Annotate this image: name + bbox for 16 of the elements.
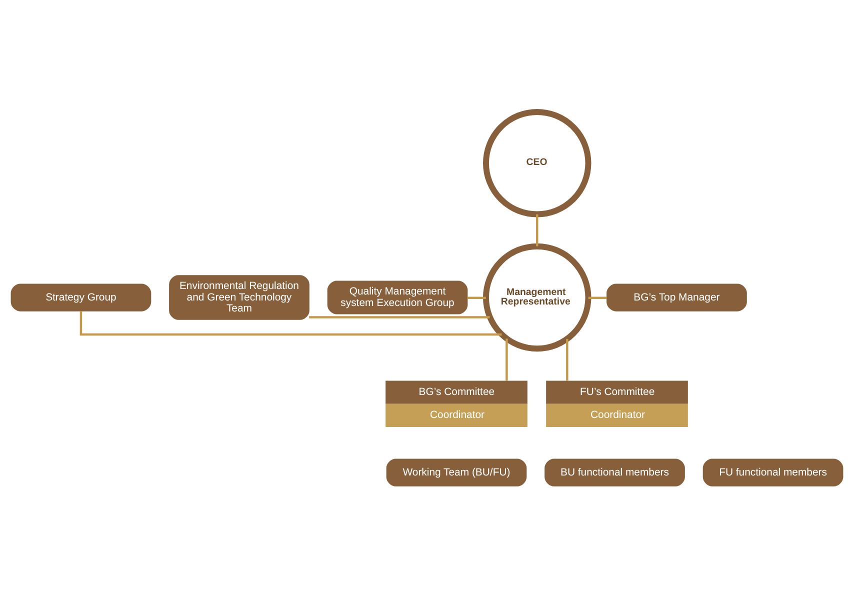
connector xyxy=(506,338,508,380)
node-box: Quality Management system Execution Group xyxy=(327,280,468,314)
connector xyxy=(566,338,568,380)
node-box: Working Team (BU/FU) xyxy=(386,458,527,486)
connector xyxy=(536,214,538,246)
node-circle: CEO xyxy=(483,108,592,217)
node-box: BG’s Top Manager xyxy=(606,283,747,311)
connector xyxy=(467,296,486,298)
connector xyxy=(309,316,490,318)
node-box: BU functional members xyxy=(544,458,685,486)
node-circle: Management Representative xyxy=(483,242,592,352)
node-box: FU functional members xyxy=(702,458,844,486)
node-box: Environmental Regulation and Green Technology Team xyxy=(169,274,310,320)
connector xyxy=(588,296,607,298)
connector xyxy=(80,310,502,336)
node-box: Strategy Group xyxy=(10,283,152,311)
